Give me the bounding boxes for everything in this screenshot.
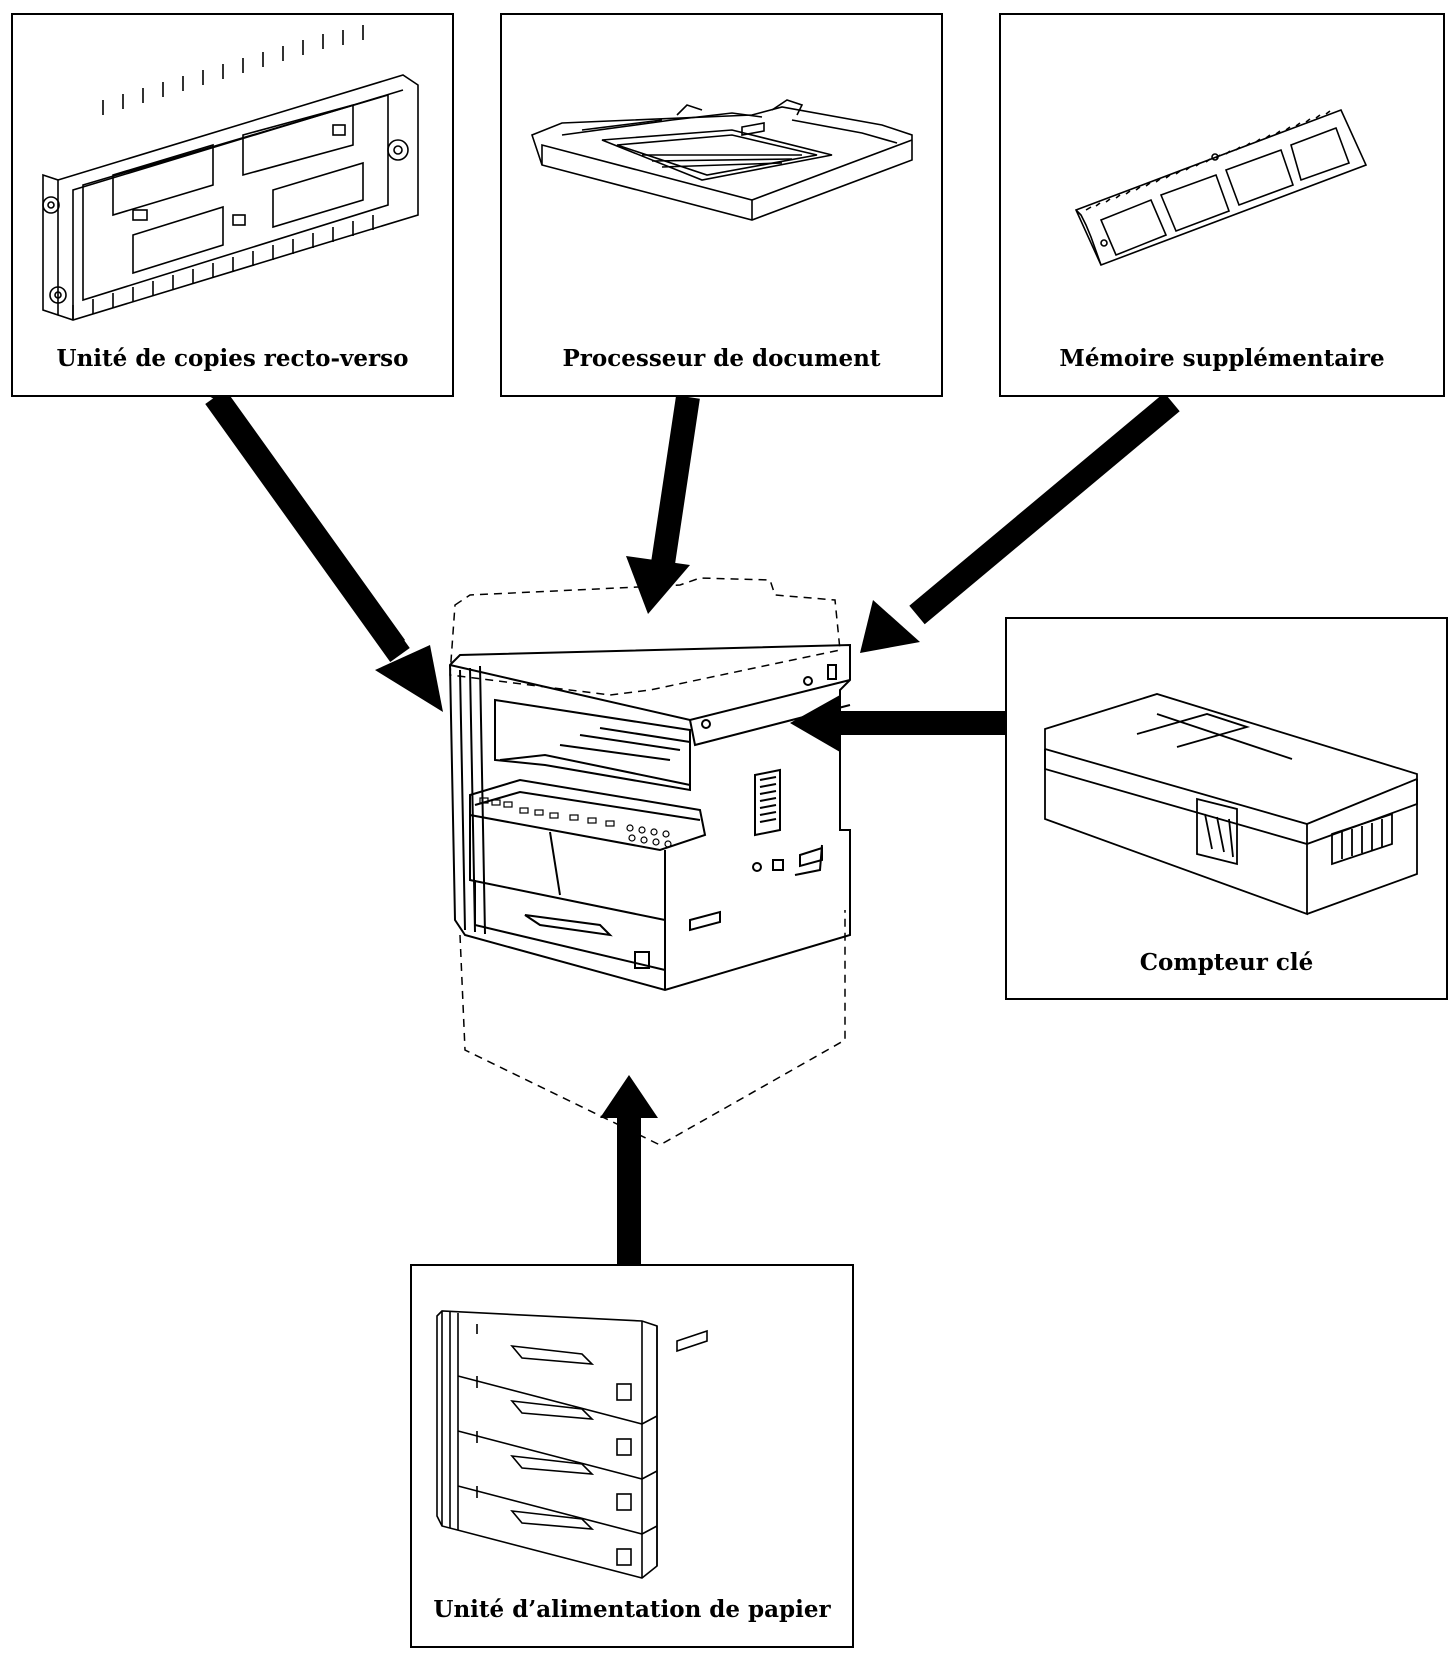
arrow-from-key-counter bbox=[790, 695, 1005, 752]
key-counter-caption: Compteur clé bbox=[1139, 949, 1314, 976]
memory-panel: Mémoire supplémentaire bbox=[999, 13, 1445, 397]
memory-module-icon bbox=[1074, 108, 1368, 267]
key-counter-panel: Compteur clé bbox=[1005, 617, 1448, 1000]
arrow-from-paper-feeder bbox=[600, 1075, 658, 1264]
arrow-from-duplex bbox=[203, 390, 443, 712]
arrow-from-document-processor bbox=[626, 395, 700, 614]
document-processor-icon bbox=[531, 99, 913, 221]
arrow-from-memory bbox=[860, 392, 1180, 653]
duplex-unit-caption: Unité de copies recto-verso bbox=[56, 345, 409, 372]
duplex-unit-panel: Unité de copies recto-verso bbox=[11, 13, 454, 397]
paper-feeder-caption: Unité d’alimentation de papier bbox=[433, 1596, 831, 1623]
copier-icon bbox=[448, 577, 851, 1146]
paper-feeder-icon bbox=[436, 1310, 708, 1579]
key-counter-icon bbox=[1044, 693, 1418, 916]
duplex-unit-icon bbox=[42, 25, 419, 321]
paper-feeder-panel: Unité d’alimentation de papier bbox=[410, 1264, 854, 1648]
document-processor-panel: Processeur de document bbox=[500, 13, 943, 397]
document-processor-caption: Processeur de document bbox=[562, 345, 881, 372]
memory-caption: Mémoire supplémentaire bbox=[1059, 345, 1385, 372]
